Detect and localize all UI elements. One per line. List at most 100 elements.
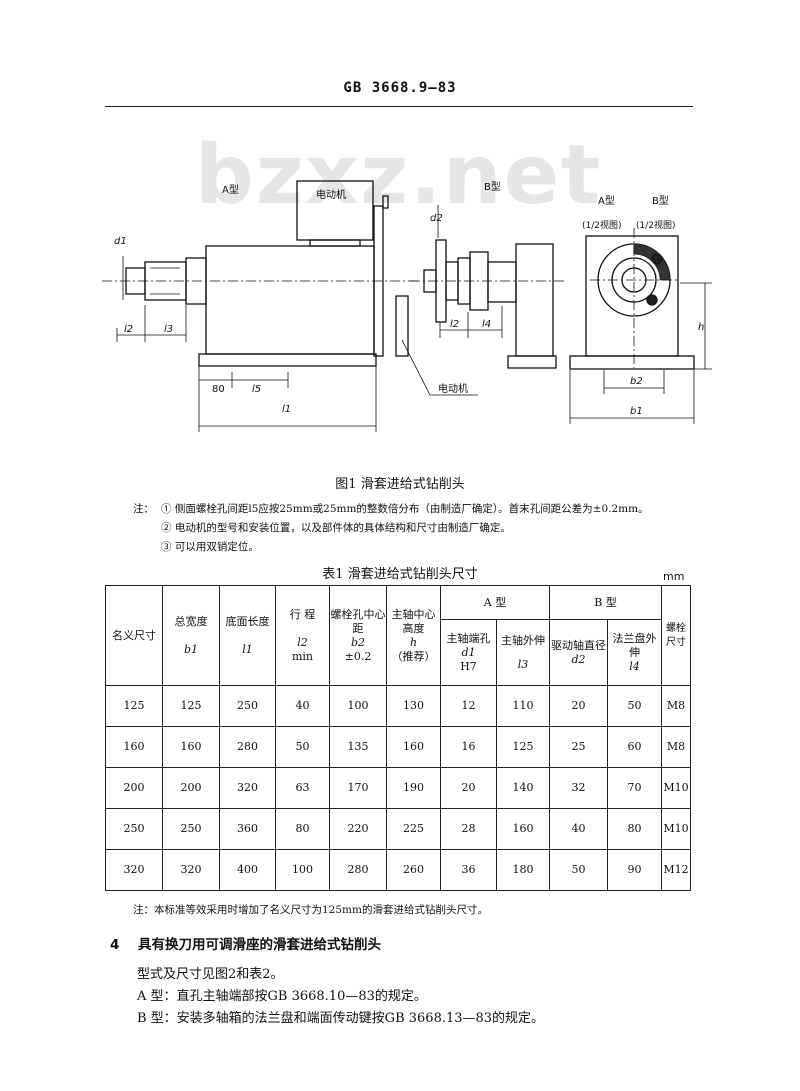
fig-label-l3: l3 (164, 324, 173, 335)
table-cell: 140 (495, 767, 551, 809)
end-view-base (569, 355, 695, 370)
table-cell: 32 (549, 767, 609, 809)
table-cell: 320 (219, 767, 276, 809)
table-note: 注：本标准等效采用时增加了名义尺寸为125mm的滑套进给式钻削头尺寸。 (133, 904, 488, 916)
th-nominal: 名义尺寸 (105, 585, 163, 686)
table-cell: 400 (219, 849, 276, 891)
watermark: bzxz.net (195, 128, 603, 223)
table-cell: 200 (162, 767, 220, 809)
fig-label-view-b: B型 (652, 194, 669, 207)
table-cell: 100 (275, 849, 330, 891)
table-cell: 70 (607, 767, 663, 809)
fig-label-b1: b1 (630, 406, 643, 417)
table-cell: 160 (495, 808, 551, 850)
a-motor-mount (309, 239, 361, 247)
table-cell: 20 (549, 685, 609, 727)
table-cell: M10 (661, 808, 692, 850)
table-cell: 16 (440, 726, 497, 768)
table-cell: 170 (329, 767, 387, 809)
table-cell: 135 (329, 726, 387, 768)
section-line-2: A 型：直孔主轴端部按GB 3668.10—83的规定。 (137, 989, 427, 1004)
table-cell: 125 (105, 685, 163, 727)
table-cell: 280 (329, 849, 387, 891)
table-cell: 360 (219, 808, 276, 850)
table-cell: 12 (440, 685, 497, 727)
table-unit: mm (663, 570, 685, 583)
header-rule (105, 106, 693, 107)
table-cell: M8 (661, 685, 692, 727)
table-cell: 160 (162, 726, 220, 768)
table-cell: 50 (607, 685, 663, 727)
figure-1-drawing: A型 电动机 B型 A型 B型 (1/2视图) (1/2视图) d1 d2 l2… (102, 180, 712, 432)
fig-label-l2b: l2 (450, 319, 459, 330)
section-title: 具有换刀用可调滑座的滑套进给式钻削头 (138, 937, 381, 953)
fig-label-type-b: B型 (484, 180, 501, 193)
page-header: GB 3668.9—83 (343, 80, 457, 96)
th-type-a: A 型 (439, 585, 551, 620)
table-cell: M12 (661, 849, 692, 891)
table-cell: 50 (549, 849, 609, 891)
table-cell: 125 (495, 726, 551, 768)
fig-label-d1: d1 (114, 236, 127, 247)
fig-label-l2: l2 (124, 324, 133, 335)
table-cell: 160 (105, 726, 163, 768)
a-main-body (205, 245, 375, 355)
table-cell: 280 (219, 726, 276, 768)
table-cell: 250 (105, 808, 163, 850)
table-caption: 表1 滑套进给式钻削头尺寸 (322, 567, 478, 582)
table-cell: 180 (495, 849, 551, 891)
fig-label-half-view-b: (1/2视图) (636, 219, 676, 231)
a-base (198, 353, 377, 367)
note-label: 注： (133, 503, 154, 515)
table-cell: 50 (275, 726, 330, 768)
table-cell: 80 (607, 808, 663, 850)
table-cell: 100 (329, 685, 387, 727)
table-cell: 20 (440, 767, 497, 809)
fig-label-motor-top: 电动机 (316, 188, 346, 201)
fig-label-h: h (698, 322, 704, 333)
fig-label-half-view-a: (1/2视图) (582, 219, 622, 231)
note-row-3: ③ 可以用双销定位。 (133, 538, 649, 557)
table-cell: 60 (607, 726, 663, 768)
table-cell: 250 (162, 808, 220, 850)
note-item-2: ② 电动机的型号和安装位置，以及部件体的具体结构和尺寸由制造厂确定。 (161, 522, 511, 534)
b-base (507, 355, 557, 369)
note-item-1: ① 侧面螺栓孔间距l5应按25mm或25mm的整数倍分布（由制造厂确定）。首末孔… (161, 503, 649, 515)
note-row-1: 注： ① 侧面螺栓孔间距l5应按25mm或25mm的整数倍分布（由制造厂确定）。首… (133, 500, 649, 519)
end-view-body (585, 235, 679, 357)
a-side-motor (395, 295, 409, 357)
a-pulley-cap (382, 195, 389, 209)
table-cell: 250 (219, 685, 276, 727)
b-housing (487, 261, 517, 303)
table-cell: 320 (105, 849, 163, 891)
table-cell: 36 (440, 849, 497, 891)
section-line-1: 型式及尺寸见图2和表2。 (137, 967, 284, 982)
table-cell: 200 (105, 767, 163, 809)
figure-caption: 图1 滑套进给式钻削头 (335, 477, 465, 492)
fig-label-l4: l4 (482, 319, 491, 330)
fig-label-l1: l1 (282, 404, 291, 415)
table-cell: M8 (661, 726, 692, 768)
table-cell: 320 (162, 849, 220, 891)
figure-notes: 注： ① 侧面螺栓孔间距l5应按25mm或25mm的整数倍分布（由制造厂确定）。首… (133, 500, 649, 557)
table-cell: 40 (275, 685, 330, 727)
table-cell: 125 (162, 685, 220, 727)
table-cell: 63 (275, 767, 330, 809)
note-row-2: ② 电动机的型号和安装位置，以及部件体的具体结构和尺寸由制造厂确定。 (133, 519, 649, 538)
section-line-3: B 型：安装多轴箱的法兰盘和端面传动键按GB 3668.13—83的规定。 (137, 1011, 545, 1026)
table-cell: 90 (607, 849, 663, 891)
table-cell: M10 (661, 767, 692, 809)
